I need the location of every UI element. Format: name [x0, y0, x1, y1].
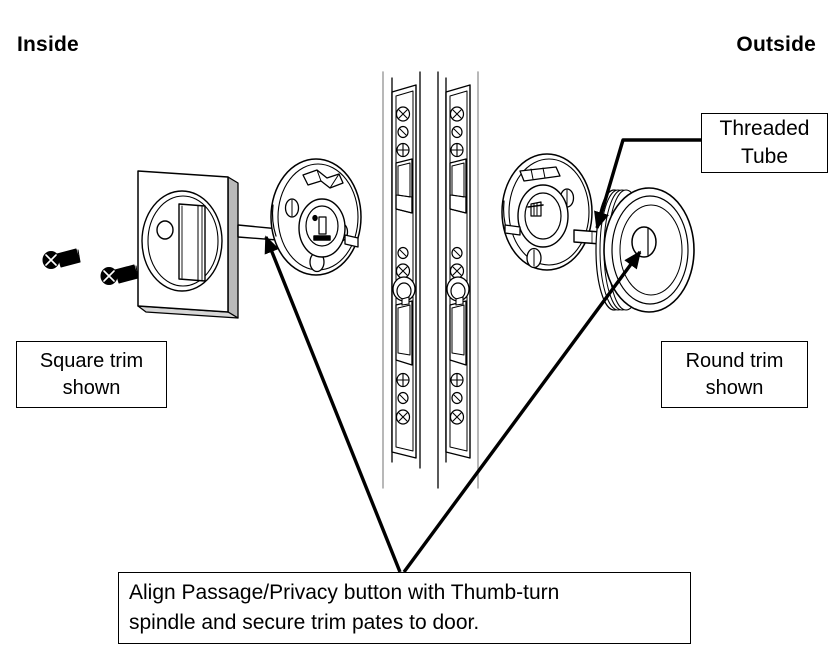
callout-instruction-line2: spindle and secure trim pates to door.: [129, 611, 480, 634]
outside-rosette: [501, 153, 593, 271]
outside-label: Outside: [736, 33, 816, 56]
mounting-screw-lower: [100, 264, 139, 285]
callout-round-trim-line1: Round trim: [685, 349, 784, 372]
callout-threaded-tube-line2: Tube: [740, 145, 789, 168]
leader-spindle-to-caption: [264, 235, 402, 573]
callout-instruction: Align Passage/Privacy button with Thumb-…: [118, 572, 691, 644]
inside-label: Inside: [17, 33, 79, 56]
leader-round-trim-to-caption: [402, 250, 642, 574]
callout-square-trim-line1: Square trim: [39, 349, 144, 372]
callout-square-trim: Square trim shown: [16, 341, 167, 408]
callout-instruction-line1: Align Passage/Privacy button with Thumb-…: [129, 581, 560, 605]
callout-round-trim-line2: shown: [705, 376, 764, 399]
callout-square-trim-line2: shown: [62, 376, 121, 399]
mounting-screw-upper: [42, 248, 81, 269]
inside-rosette: [270, 158, 362, 276]
callout-threaded-tube-line1: Threaded: [719, 117, 810, 141]
callout-threaded-tube: Threaded Tube: [701, 113, 828, 173]
callout-round-trim: Round trim shown: [661, 341, 808, 408]
round-trim-plate: [595, 187, 695, 313]
leader-threaded-tube: [594, 138, 701, 230]
mortise-face-plate-left: [391, 84, 417, 459]
square-trim-plate: [137, 170, 239, 319]
mortise-face-plate-right: [445, 84, 471, 459]
